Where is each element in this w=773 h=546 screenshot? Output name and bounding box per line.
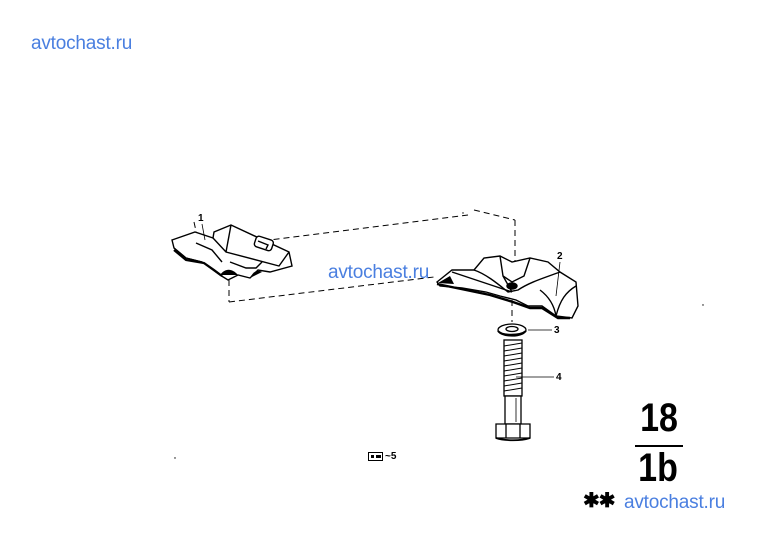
callout-part-3: 3 xyxy=(554,325,560,336)
callout-part-1: 1 xyxy=(198,213,204,224)
group-number-major: 18 xyxy=(640,396,678,440)
watermark-bottom: avtochast.ru xyxy=(624,492,726,513)
watermark-top: avtochast.ru xyxy=(31,33,133,54)
reference-note: ~5 xyxy=(368,451,396,462)
scan-specks xyxy=(174,212,704,459)
part-3-washer xyxy=(497,323,527,337)
part-1-upper-clamp xyxy=(171,224,293,281)
group-divider xyxy=(635,445,683,447)
watermark-middle: avtochast.ru xyxy=(328,262,430,283)
stars-marker: ✱✱ xyxy=(583,490,616,512)
leader-lines xyxy=(201,223,561,378)
reference-box-icon xyxy=(368,452,383,461)
callout-part-4: 4 xyxy=(556,372,562,383)
reference-text: ~5 xyxy=(385,451,397,462)
part-4-bolt xyxy=(495,339,531,442)
group-number-minor: 1b xyxy=(638,446,678,490)
part-2-lower-plate xyxy=(436,255,579,320)
callout-part-2: 2 xyxy=(557,251,563,262)
